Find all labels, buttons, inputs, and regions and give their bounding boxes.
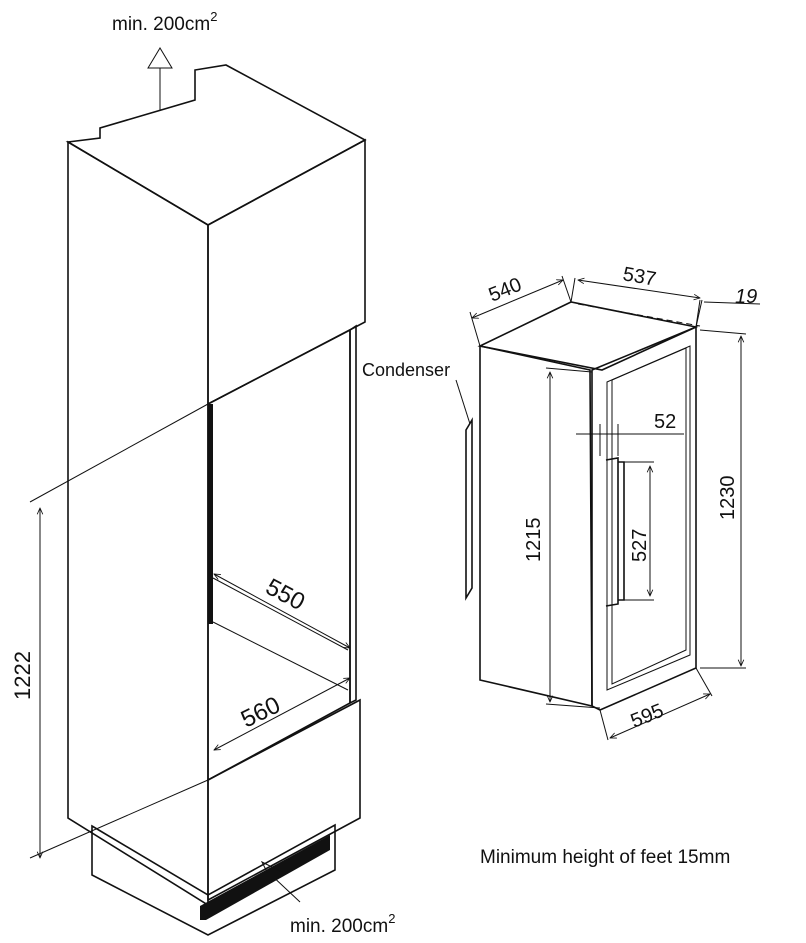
cabinet-upper-front-face: [207, 138, 366, 406]
condenser-label: Condenser: [362, 360, 450, 380]
handle-length-dimension: [624, 461, 654, 601]
cabinet-top-face: [65, 64, 367, 226]
total-height-dimension: [699, 329, 747, 669]
handle-offset-label: 52: [654, 411, 676, 433]
handle-length-label: 527: [629, 529, 651, 562]
front-width-label: 595: [628, 700, 667, 733]
appliance-top: [477, 301, 699, 371]
door-thickness-dimension: [695, 299, 761, 328]
bottom-vent-slot: [200, 835, 330, 920]
top-airflow-arrow: [147, 47, 173, 110]
front-width-dimension: [599, 667, 713, 741]
top-airflow-label: min. 200cm2: [112, 9, 217, 35]
condenser: [465, 417, 473, 601]
appliance: [455, 301, 699, 711]
cabinet: [65, 64, 367, 936]
appliance-depth-dimension: [469, 275, 572, 347]
niche-right-wall: [349, 324, 357, 705]
appliance-door: [591, 325, 697, 711]
feet-height-note: Minimum height of feet 15mm: [480, 847, 730, 868]
handle-offset-dimension: [576, 424, 684, 456]
bottom-airflow-arrow: [260, 860, 301, 903]
cabinet-side-face: [67, 140, 209, 907]
body-height-dimension: [545, 367, 601, 709]
cabinet-base: [91, 823, 336, 936]
niche-vent-strip: [208, 404, 213, 624]
niche-width-dimension: [214, 678, 350, 750]
door-thickness-label: 19: [735, 286, 757, 308]
niche-depth-dimension: [214, 574, 350, 648]
niche-width-label: 560: [237, 692, 285, 734]
appliance-top-width-label: 537: [621, 263, 658, 290]
body-height-label: 1215: [523, 518, 545, 563]
niche-depth-label: 550: [261, 573, 309, 616]
door-glass: [611, 347, 687, 685]
niche-height-dimension: [29, 403, 209, 858]
niche-height-label: 1222: [10, 651, 35, 700]
appliance-depth-label: 540: [486, 274, 525, 307]
appliance-top-width-dimension: [570, 278, 700, 328]
total-height-label: 1230: [717, 476, 739, 521]
door-handle: [605, 457, 625, 607]
bottom-airflow-label: min. 200cm2: [290, 911, 395, 937]
